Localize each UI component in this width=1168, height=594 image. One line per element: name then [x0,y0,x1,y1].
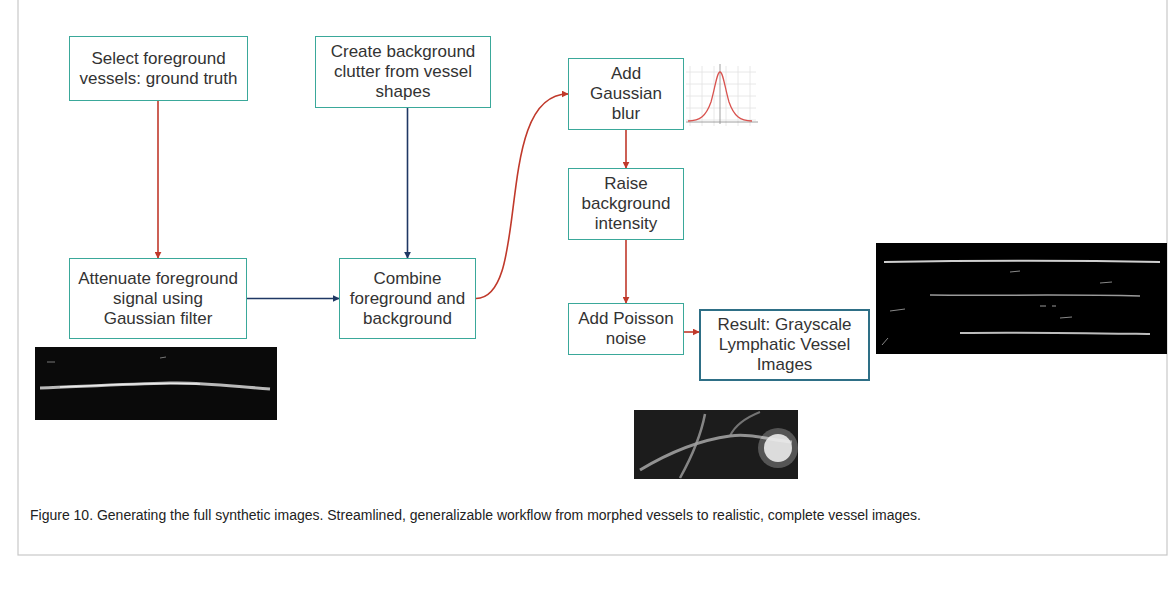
figure-frame [18,0,1167,555]
flow-arrow [247,298,339,300]
background-clutter-image [876,243,1167,354]
process-box: Result: Grayscale Lymphatic Vessel Image… [699,309,870,381]
foreground-image [35,347,277,420]
flow-arrow [407,108,409,258]
gaussian-plot [684,62,760,130]
process-box: Create background clutter from vessel sh… [315,36,491,108]
process-box: Raise background intensity [568,168,684,240]
flow-arrow [476,94,568,299]
flow-arrow [625,130,627,168]
box-label: Raise background intensity [575,174,677,234]
box-label: Select foreground vessels: ground truth [76,49,241,89]
process-box: Combine foreground and background [339,258,476,339]
flow-arrow [625,240,627,303]
flow-arrow [157,101,159,258]
flow-arrow [684,331,699,333]
noisy-vessel-image [634,410,798,479]
figure-caption: Figure 10. Generating the full synthetic… [30,506,1140,524]
box-label: Result: Grayscale Lymphatic Vessel Image… [707,315,862,375]
process-box: Attenuate foreground signal using Gaussi… [69,258,247,339]
box-label: Create background clutter from vessel sh… [322,42,484,102]
process-box: Select foreground vessels: ground truth [69,36,248,101]
box-label: Add Gaussian blur [575,64,677,124]
box-label: Attenuate foreground signal using Gaussi… [76,269,240,329]
box-label: Add Poisson noise [575,309,677,349]
process-box: Add Gaussian blur [568,58,684,130]
box-label: Combine foreground and background [346,269,469,329]
process-box: Add Poisson noise [568,303,684,355]
